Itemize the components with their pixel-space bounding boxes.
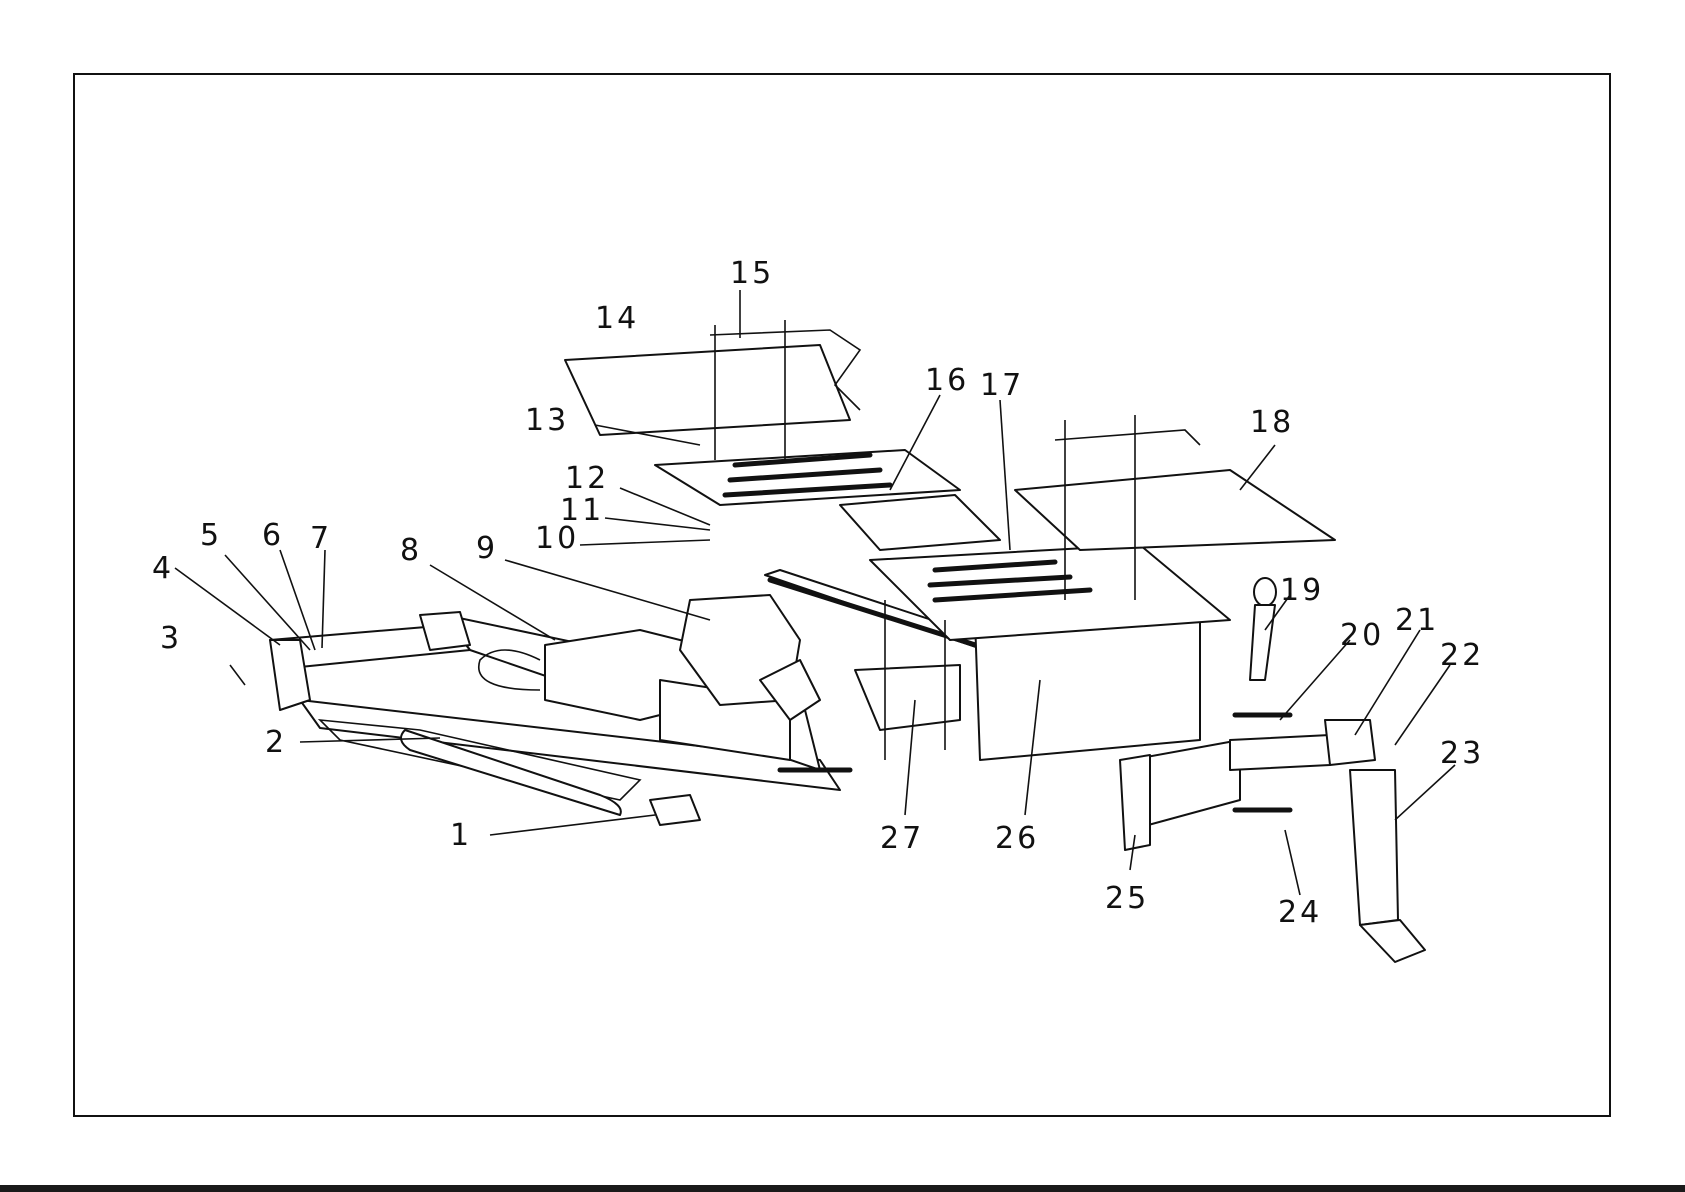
callout-8: 8 (400, 533, 422, 568)
callout-20: 20 (1340, 618, 1384, 653)
callout-16: 16 (925, 363, 969, 398)
upper-left-cover-assembly (565, 320, 1000, 550)
callout-6: 6 (262, 518, 284, 553)
callout-15: 15 (730, 256, 774, 291)
bottom-strip (0, 1185, 1685, 1192)
callout-9: 9 (476, 531, 498, 566)
callout-17: 17 (980, 368, 1024, 403)
callout-26: 26 (995, 821, 1039, 856)
callout-25: 25 (1105, 881, 1149, 916)
callout-14: 14 (595, 301, 639, 336)
callout-4: 4 (152, 551, 174, 586)
callout-23: 23 (1440, 736, 1484, 771)
callout-21: 21 (1395, 603, 1439, 638)
callout-12: 12 (565, 461, 609, 496)
callout-24: 24 (1278, 895, 1322, 930)
callout-18: 18 (1250, 405, 1294, 440)
callout-22: 22 (1440, 638, 1484, 673)
callout-11: 11 (560, 493, 604, 528)
callout-19: 19 (1280, 573, 1324, 608)
callout-1: 1 (450, 818, 472, 853)
callout-13: 13 (525, 403, 569, 438)
callout-2: 2 (265, 725, 287, 760)
callout-27: 27 (880, 821, 924, 856)
callout-5: 5 (200, 518, 222, 553)
callout-7: 7 (310, 521, 332, 556)
callout-3: 3 (160, 621, 182, 656)
